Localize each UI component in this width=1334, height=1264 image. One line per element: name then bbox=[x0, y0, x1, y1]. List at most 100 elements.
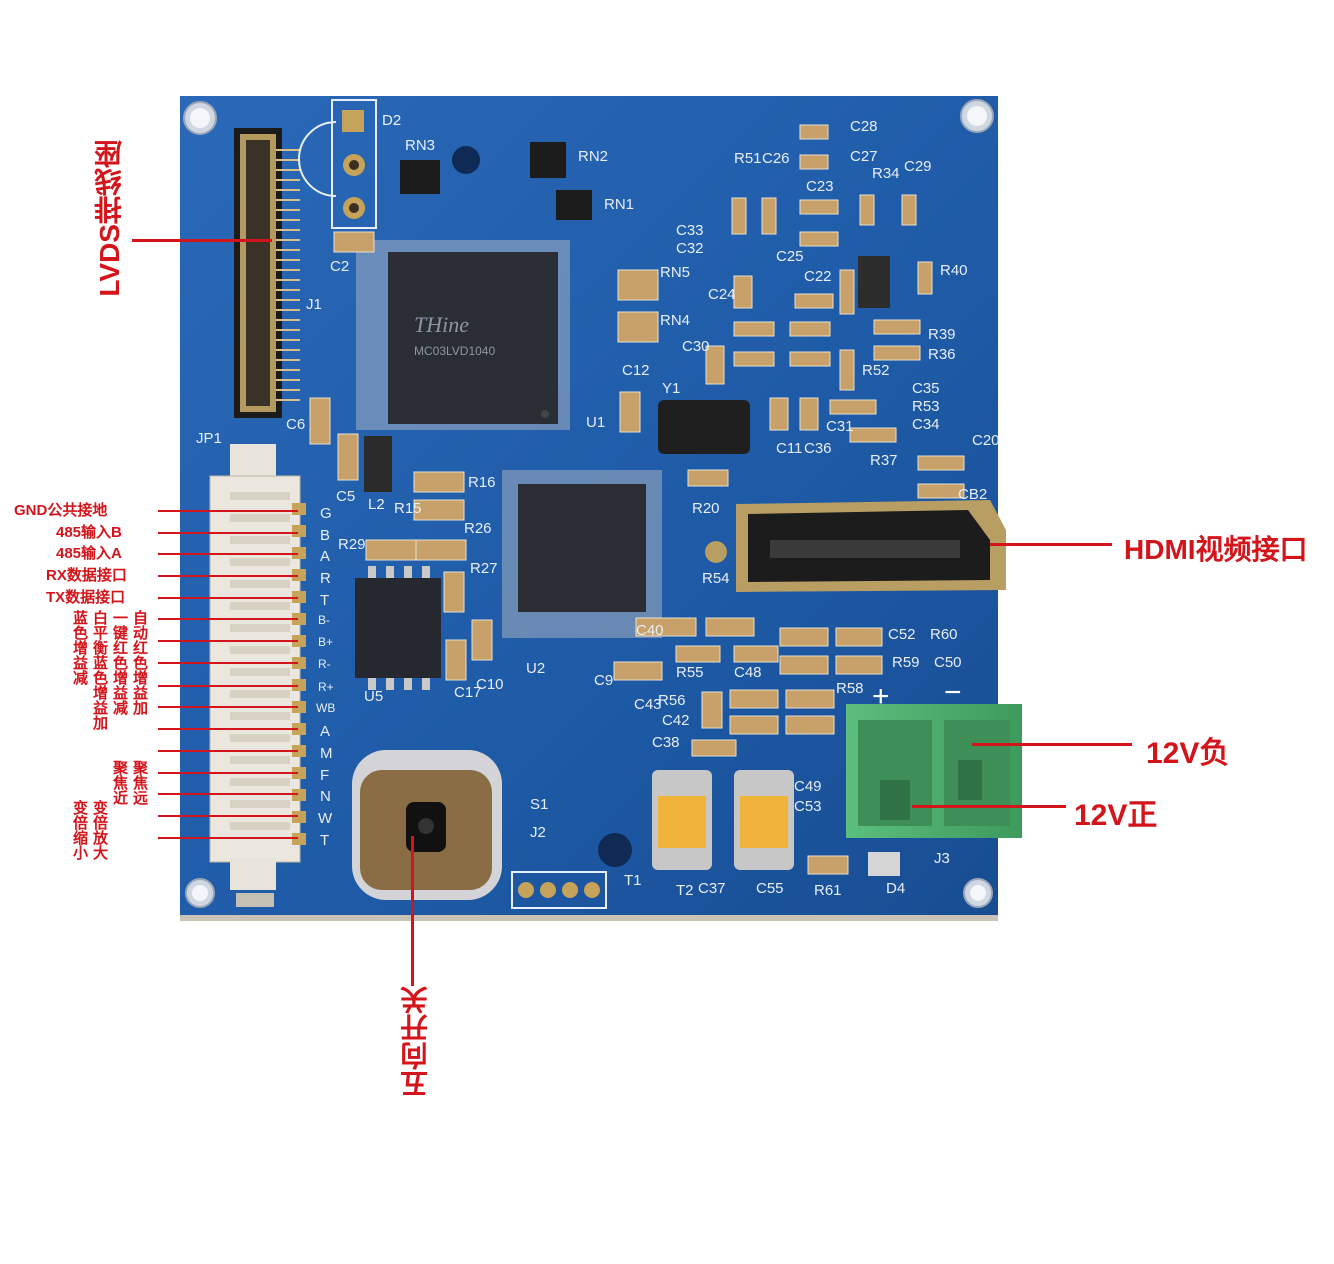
part-label: C5 bbox=[336, 488, 356, 505]
five-way-switch-label: 五向开关 bbox=[400, 986, 431, 1098]
part-label: R39 bbox=[928, 326, 956, 343]
part-label: R16 bbox=[468, 474, 496, 491]
pin-label: A bbox=[320, 723, 331, 740]
tantalum-capacitors bbox=[652, 770, 794, 870]
vertical-label-col-6: 聚焦近 bbox=[111, 760, 128, 805]
part-label: R59 bbox=[892, 654, 920, 671]
part-label: C29 bbox=[904, 158, 932, 175]
part-label: R52 bbox=[862, 362, 890, 379]
pin-label: R+ bbox=[318, 680, 334, 694]
part-label: R20 bbox=[692, 500, 720, 517]
power-positive-label: 12V正 bbox=[1074, 799, 1158, 832]
part-label: C11 bbox=[776, 440, 803, 457]
pin-label: W bbox=[318, 810, 333, 827]
vertical-label-col-1: 一键红色增益减 bbox=[111, 610, 128, 715]
part-label: U1 bbox=[586, 414, 606, 431]
part-label: C23 bbox=[806, 178, 834, 195]
part-label: RN2 bbox=[578, 148, 609, 165]
thine-chip bbox=[356, 240, 570, 430]
part-label: J2 bbox=[530, 824, 546, 841]
part-label: RN3 bbox=[405, 137, 436, 154]
part-label: C38 bbox=[652, 734, 680, 751]
vertical-label-col-3: 蓝色增益减 bbox=[71, 610, 88, 685]
part-label: RN1 bbox=[604, 196, 635, 213]
part-label: C2 bbox=[330, 258, 350, 275]
vertical-label-col-4: 变倍缩小 bbox=[71, 800, 88, 860]
part-label: R55 bbox=[676, 664, 704, 681]
mcu-chip bbox=[502, 470, 662, 638]
part-label: Y1 bbox=[662, 380, 681, 397]
part-label: C10 bbox=[476, 676, 504, 693]
pin-label: G bbox=[320, 505, 332, 522]
rx-data-label: RX数据接口 bbox=[46, 567, 127, 584]
part-label: C37 bbox=[698, 880, 726, 897]
part-label: R54 bbox=[702, 570, 730, 587]
part-label: S1 bbox=[530, 796, 549, 813]
chip-code-marking: MC03LVD1040 bbox=[414, 344, 496, 358]
power-negative-label: 12V负 bbox=[1146, 737, 1230, 770]
part-label: C20 bbox=[972, 432, 1000, 449]
part-label: C12 bbox=[622, 362, 650, 379]
part-label: C40 bbox=[636, 622, 664, 639]
lvds-connector bbox=[234, 128, 300, 418]
part-label: C34 bbox=[912, 416, 940, 433]
part-label: C53 bbox=[794, 798, 822, 815]
rs485-a-label: 485输入A bbox=[56, 545, 122, 562]
pin-label: WB bbox=[316, 701, 336, 715]
five-way-switch bbox=[352, 750, 502, 900]
part-label: C33 bbox=[676, 222, 704, 239]
rs485-b-label: 485输入B bbox=[56, 524, 122, 541]
part-label: R51 bbox=[734, 150, 762, 167]
part-label: JP1 bbox=[196, 430, 222, 447]
part-label: J3 bbox=[934, 850, 950, 867]
tx-data-label: TX数据接口 bbox=[46, 589, 126, 606]
chip-brand-marking: THine bbox=[414, 312, 469, 337]
part-label: R27 bbox=[470, 560, 498, 577]
part-label: C26 bbox=[762, 150, 790, 167]
part-label: R36 bbox=[928, 346, 956, 363]
pin-label: F bbox=[320, 767, 330, 784]
part-label: C30 bbox=[682, 338, 710, 355]
part-label: C32 bbox=[676, 240, 704, 257]
part-label: R37 bbox=[870, 452, 898, 469]
pin-label: T bbox=[320, 592, 330, 609]
part-label: T1 bbox=[624, 872, 642, 889]
part-label: C50 bbox=[934, 654, 962, 671]
part-label: C42 bbox=[662, 712, 690, 729]
gnd-label: GND公共接地 bbox=[14, 502, 108, 519]
pin-label: B bbox=[320, 527, 331, 544]
part-label: C17 bbox=[454, 684, 482, 701]
part-label: RN5 bbox=[660, 264, 691, 281]
vertical-label-col-7: 聚焦远 bbox=[131, 760, 148, 805]
part-label: C55 bbox=[756, 880, 784, 897]
plus-marking: + bbox=[872, 680, 890, 713]
hdmi-port-label: HDMI视频接口 bbox=[1124, 534, 1308, 565]
pin-label: N bbox=[320, 788, 331, 805]
pin-label: R- bbox=[318, 657, 331, 671]
part-label: RN4 bbox=[660, 312, 691, 329]
pin-label: M bbox=[320, 745, 333, 762]
part-label: CB2 bbox=[958, 486, 988, 503]
part-label: D2 bbox=[382, 112, 402, 129]
part-label: C52 bbox=[888, 626, 916, 643]
part-label: D4 bbox=[886, 880, 906, 897]
part-label: U2 bbox=[526, 660, 546, 677]
part-label: R15 bbox=[394, 500, 422, 517]
part-label: C36 bbox=[804, 440, 832, 457]
pin-label: B+ bbox=[318, 635, 334, 649]
part-label: L2 bbox=[368, 496, 385, 513]
part-label: R40 bbox=[940, 262, 968, 279]
part-label: C31 bbox=[826, 418, 854, 435]
part-label: R53 bbox=[912, 398, 940, 415]
vertical-label-col-2: 白平衡蓝色增益加 bbox=[91, 610, 108, 730]
part-label: C43 bbox=[634, 696, 662, 713]
part-label: R26 bbox=[464, 520, 492, 537]
part-label: C25 bbox=[776, 248, 804, 265]
part-label: C49 bbox=[794, 778, 822, 795]
part-label: R58 bbox=[836, 680, 864, 697]
pin-label: T bbox=[320, 832, 330, 849]
part-label: T2 bbox=[676, 882, 694, 899]
pin-label: B- bbox=[318, 613, 330, 627]
